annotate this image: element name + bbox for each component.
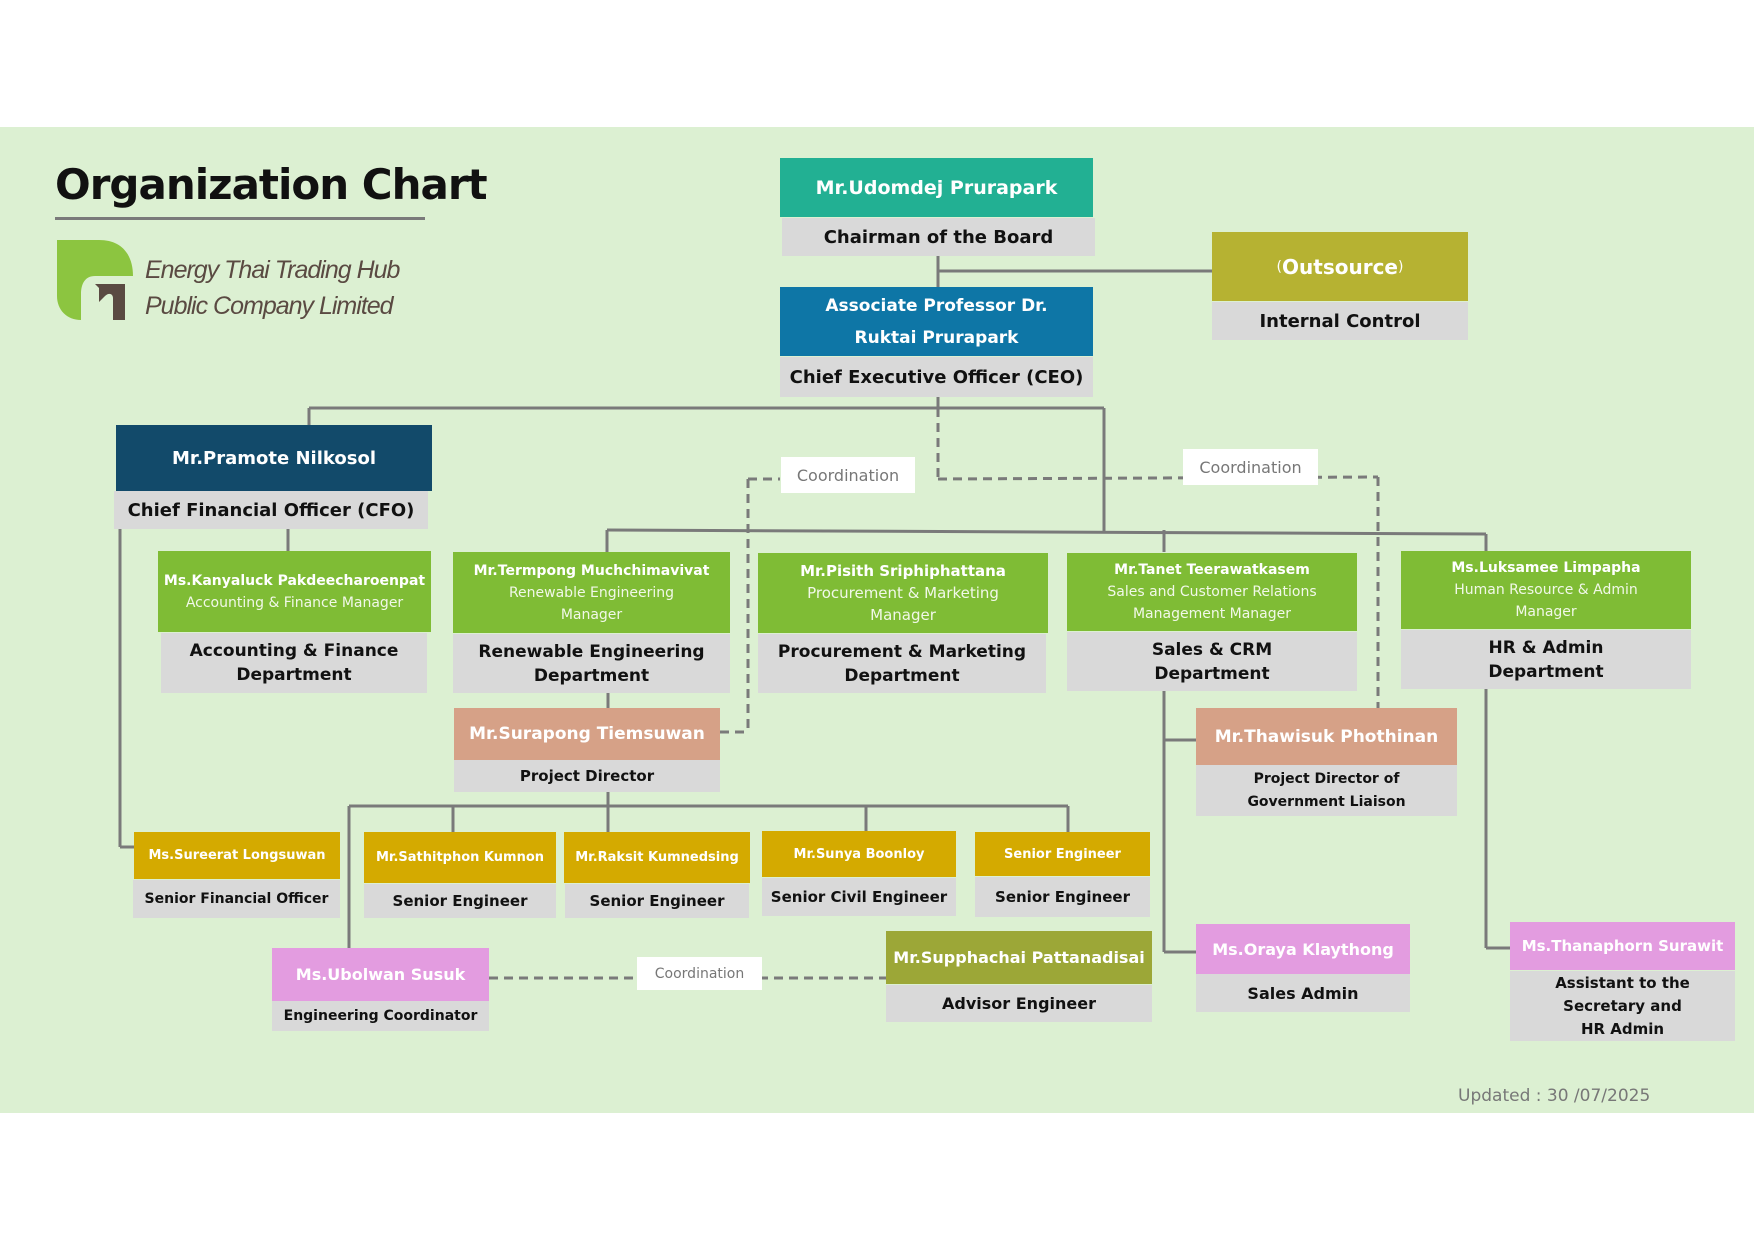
government-liaison-director-name: Mr.Thawisuk Phothinan <box>1196 708 1457 765</box>
cfo-role: Chief Financial Officer (CFO) <box>114 491 428 529</box>
chairman-role: Chairman of the Board <box>782 218 1095 256</box>
coordination-label-3: Coordination <box>637 957 762 990</box>
senior-civil-engineer-name: Mr.Sunya Boonloy <box>762 831 956 877</box>
senior-engineer-3-role: Senior Engineer <box>975 877 1150 917</box>
advisor-engineer-name: Mr.Supphachai Pattanadisai <box>886 931 1152 984</box>
company-name-line2: Public Company Limited <box>145 292 394 320</box>
outsource-role: Internal Control <box>1212 302 1468 340</box>
senior-engineer-2-role: Senior Engineer <box>565 884 749 918</box>
renewable-department: Renewable Engineering Department <box>453 634 730 693</box>
company-logo: Energy Thai Trading Hub Public Company L… <box>55 238 435 328</box>
renewable-manager-name: Mr.Termpong Muchchimavivat Renewable Eng… <box>453 552 730 633</box>
senior-engineer-1-name: Mr.Sathitphon Kumnon <box>364 832 556 883</box>
engineering-coordinator-role: Engineering Coordinator <box>272 1001 489 1031</box>
advisor-engineer-role: Advisor Engineer <box>886 985 1152 1022</box>
project-director-role: Project Director <box>454 760 720 792</box>
hr-assistant-name: Ms.Thanaphorn Surawit <box>1510 922 1735 970</box>
company-name-line1: Energy Thai Trading Hub <box>145 256 400 284</box>
leaf-logo-icon <box>57 240 133 320</box>
hr-assistant-role: Assistant to the Secretary and HR Admin <box>1510 971 1735 1041</box>
senior-engineer-3-name: Senior Engineer <box>975 832 1150 876</box>
sales-department: Sales & CRM Department <box>1067 632 1357 691</box>
accounting-manager-name: Ms.Kanyaluck Pakdeecharoenpat Accounting… <box>158 551 431 632</box>
engineering-coordinator-name: Ms.Ubolwan Susuk <box>272 948 489 1001</box>
ceo-name: Associate Professor Dr. Ruktai Prurapark <box>780 287 1093 356</box>
cfo-name: Mr.Pramote Nilkosol <box>116 425 432 491</box>
ceo-role: Chief Executive Officer (CEO) <box>780 357 1093 397</box>
government-liaison-director-role: Project Director of Government Liaison <box>1196 765 1457 816</box>
senior-engineer-1-role: Senior Engineer <box>364 884 556 918</box>
outsource-name: (Outsource) <box>1212 232 1468 301</box>
procurement-department: Procurement & Marketing Department <box>758 634 1046 693</box>
chairman-name: Mr.Udomdej Prurapark <box>780 158 1093 217</box>
senior-civil-engineer-role: Senior Civil Engineer <box>762 878 956 916</box>
hr-department: HR & Admin Department <box>1401 630 1691 689</box>
coordination-label-1: Coordination <box>781 457 915 493</box>
senior-financial-officer-name: Ms.Sureerat Longsuwan <box>134 832 340 879</box>
updated-date: Updated : 30 /07/2025 <box>1458 1086 1651 1106</box>
sales-admin-name: Ms.Oraya Klaythong <box>1196 924 1410 974</box>
title-underline <box>55 217 425 220</box>
senior-engineer-2-name: Mr.Raksit Kumnedsing <box>564 832 750 883</box>
senior-financial-officer-role: Senior Financial Officer <box>133 880 340 918</box>
coordination-label-2: Coordination <box>1183 449 1318 485</box>
hr-manager-name: Ms.Luksamee Limpapha Human Resource & Ad… <box>1401 551 1691 629</box>
sales-admin-role: Sales Admin <box>1196 974 1410 1012</box>
project-director-name: Mr.Surapong Tiemsuwan <box>454 708 720 760</box>
procurement-manager-name: Mr.Pisith Sriphiphattana Procurement & M… <box>758 553 1048 633</box>
sales-manager-name: Mr.Tanet Teerawatkasem Sales and Custome… <box>1067 553 1357 631</box>
page-title: Organization Chart <box>55 160 488 209</box>
accounting-department: Accounting & Finance Department <box>161 633 427 693</box>
